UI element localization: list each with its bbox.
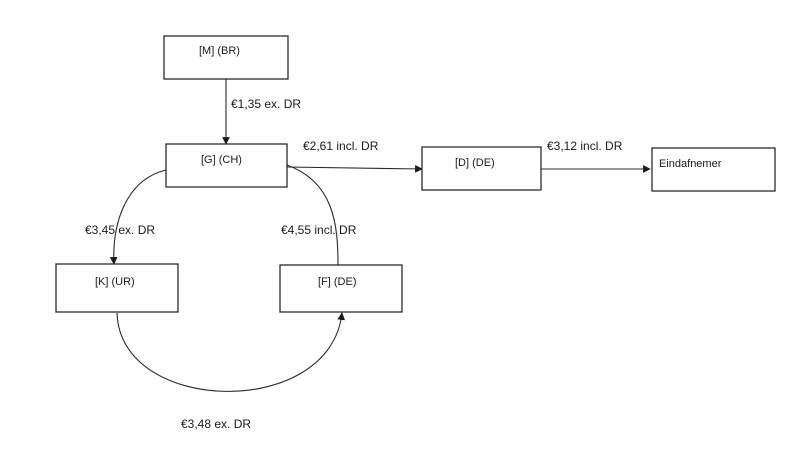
edge-label-g-d: €2,61 incl. DR [303, 139, 379, 153]
edge-g-to-k [109, 169, 167, 265]
node-d-label: [D] (DE) [455, 157, 495, 169]
node-g-box [165, 143, 288, 188]
node-g: [G] (CH) [165, 143, 288, 188]
node-e: Eindafnemer [651, 147, 776, 192]
node-f: [F] (DE) [279, 264, 403, 313]
edge-labels: €1,35 ex. DR €2,61 incl. DR €3,12 incl. … [85, 97, 623, 431]
node-d: [D] (DE) [421, 146, 542, 191]
node-m-box [163, 35, 289, 80]
node-k-box [55, 263, 179, 313]
node-k: [K] (UR) [55, 263, 179, 313]
edge-label-k-f: €3,48 ex. DR [181, 417, 251, 431]
node-f-box [279, 264, 403, 313]
node-k-label: [K] (UR) [95, 276, 135, 288]
node-d-box [421, 146, 542, 191]
node-f-label: [F] (DE) [318, 276, 357, 288]
node-m-label: [M] (BR) [199, 45, 240, 57]
edges [109, 79, 651, 392]
edge-label-m-g: €1,35 ex. DR [231, 97, 301, 111]
edge-label-d-e: €3,12 incl. DR [547, 139, 623, 153]
edge-k-to-f [116, 312, 346, 392]
edge-f-to-g [286, 164, 339, 266]
node-e-label: Eindafnemer [659, 158, 722, 170]
edge-label-f-g: €4,55 incl. DR [281, 223, 357, 237]
node-m: [M] (BR) [163, 35, 289, 80]
node-g-label: [G] (CH) [201, 154, 242, 166]
edge-g-to-d [286, 165, 423, 173]
edge-label-g-k: €3,45 ex. DR [85, 223, 155, 237]
node-e-box [651, 147, 776, 192]
